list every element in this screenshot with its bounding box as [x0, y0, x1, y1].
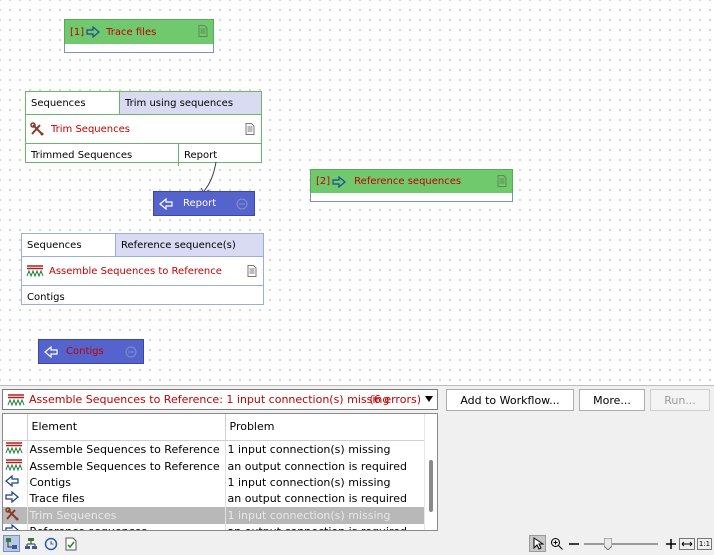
assemble-icon: [3, 440, 28, 458]
zoom-in-icon[interactable]: [548, 535, 565, 552]
pointer-tool-icon[interactable]: [529, 535, 546, 552]
more-button[interactable]: More...: [579, 389, 645, 411]
element-cell: Reference sequences: [27, 523, 226, 530]
errors-table-panel: Element Problem Assemble Sequences to Re…: [2, 413, 438, 531]
problem-cell: an output connection is required: [225, 490, 425, 507]
hierarchy-icon[interactable]: [22, 535, 39, 552]
input-index: [2]: [316, 176, 331, 187]
errors-table: Element Problem Assemble Sequences to Re…: [3, 414, 425, 530]
element-cell: Trim Sequences: [27, 506, 226, 524]
assemble-output-contigs[interactable]: Contigs: [27, 291, 65, 303]
assemble-input-sequences[interactable]: Sequences: [22, 234, 116, 256]
document-icon: [245, 123, 255, 135]
workflow-canvas[interactable]: [1] Trace files Sequences Trim using seq…: [0, 0, 714, 386]
output-arrow-icon: [159, 197, 173, 210]
document-icon: [125, 346, 137, 358]
scrollbar-thumb[interactable]: [429, 460, 433, 512]
assemble-input-reference-sequences[interactable]: Reference sequence(s): [116, 234, 263, 256]
actual-size-button[interactable]: 1:1: [697, 538, 712, 550]
output-label: Contigs: [66, 346, 104, 357]
trim-icon: [3, 506, 28, 524]
trim-output-report[interactable]: Report: [184, 149, 218, 161]
document-icon: [497, 175, 507, 187]
zoom-slider-thumb[interactable]: [604, 538, 612, 550]
zoom-slider[interactable]: [584, 538, 658, 550]
problem-cell: an output connection is required: [225, 523, 425, 530]
zoom-plus-icon[interactable]: [662, 535, 679, 552]
assemble-sequences-step[interactable]: Sequences Reference sequence(s) Assemble…: [21, 233, 264, 305]
input-label: Reference sequences: [354, 176, 462, 187]
problem-cell: an output connection is required: [225, 457, 425, 475]
trim-input-sequences[interactable]: Sequences: [26, 92, 120, 114]
output-arrow-icon: [44, 345, 58, 358]
contigs-output-node[interactable]: Contigs: [38, 339, 144, 364]
trim-icon: [30, 122, 44, 136]
reference-sequences-input-node[interactable]: [2] Reference sequences: [310, 169, 513, 202]
document-icon: [198, 25, 208, 37]
element-cell: Assemble Sequences to Reference: [27, 457, 226, 475]
problem-column-header[interactable]: Problem: [225, 414, 425, 441]
trim-step-title: Trim Sequences: [51, 123, 130, 135]
element-column-header[interactable]: Element: [27, 414, 226, 441]
output-arrow-icon: [3, 474, 28, 491]
problem-cell: 1 input connection(s) missing: [225, 474, 425, 491]
element-cell: Trace files: [27, 490, 226, 507]
problem-cell: 1 input connection(s) missing: [225, 440, 425, 458]
input-label: Trace files: [106, 26, 157, 38]
status-bar: 1:1: [0, 533, 714, 555]
zoom-out-icon[interactable]: [565, 535, 582, 552]
input-index: [1]: [70, 26, 85, 38]
element-cell: Assemble Sequences to Reference: [27, 440, 226, 458]
problem-cell: 1 input connection(s) missing: [225, 506, 425, 524]
document-icon: [247, 265, 257, 277]
element-cell: Contigs: [27, 474, 226, 491]
input-arrow-icon: [332, 175, 347, 188]
run-button[interactable]: Run...: [650, 389, 710, 411]
validation-icon[interactable]: [62, 535, 79, 552]
assemble-icon: [26, 265, 44, 278]
assemble-step-title: Assemble Sequences to Reference: [49, 265, 222, 277]
chevron-down-icon: [425, 396, 433, 402]
document-icon: [236, 198, 248, 210]
fit-width-icon[interactable]: [679, 538, 695, 550]
input-arrow-icon: [86, 26, 101, 38]
add-to-workflow-button[interactable]: Add to Workflow...: [446, 389, 574, 411]
selected-error-text: Assemble Sequences to Reference: 1 input…: [29, 393, 390, 406]
assemble-icon: [7, 393, 25, 406]
trim-output-trimmed-sequences[interactable]: Trimmed Sequences: [26, 144, 179, 166]
icon-column-header: [3, 414, 28, 441]
history-icon[interactable]: [42, 535, 59, 552]
error-count: (6 errors): [369, 393, 421, 406]
trim-sequences-step[interactable]: Sequences Trim using sequences Trim Sequ…: [25, 91, 262, 166]
workflow-layout-icon[interactable]: [3, 535, 20, 552]
input-arrow-icon: [3, 523, 28, 530]
trace-files-input-node[interactable]: [1] Trace files: [64, 19, 214, 53]
table-row[interactable]: Reference sequencesan output connection …: [3, 523, 425, 530]
trim-input-trim-using-sequences[interactable]: Trim using sequences: [120, 92, 261, 114]
error-selector-dropdown[interactable]: Assemble Sequences to Reference: 1 input…: [2, 389, 438, 410]
output-label: Report: [183, 198, 217, 209]
report-output-node[interactable]: Report: [153, 191, 255, 216]
input-arrow-icon: [3, 490, 28, 507]
vertical-scrollbar[interactable]: [424, 414, 437, 530]
assemble-icon: [3, 457, 28, 475]
error-toolbar: Assemble Sequences to Reference: 1 input…: [0, 388, 714, 412]
